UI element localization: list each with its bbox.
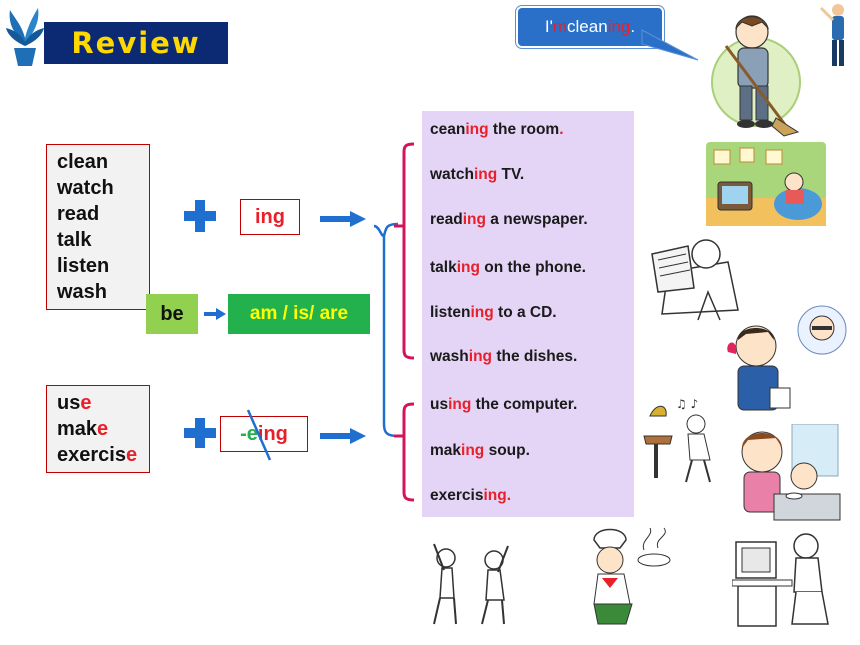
list-item: talking on the phone. — [430, 259, 586, 276]
list-item: making soup. — [430, 442, 530, 459]
arrow-right-icon — [320, 428, 366, 444]
verb-item: exercise — [57, 444, 138, 466]
list-item: reading a newspaper. — [430, 211, 588, 228]
strike-line — [246, 409, 272, 461]
list-item: watching TV. — [430, 166, 525, 183]
verb-item: talk — [57, 229, 92, 251]
svg-text:♫ ♪: ♫ ♪ — [676, 397, 698, 411]
list-item: washing the dishes. — [430, 348, 578, 365]
list-item: using the computer. — [430, 396, 578, 413]
exercising-illustration — [433, 543, 509, 625]
listening-cd-illustration: ♫ ♪ — [643, 397, 711, 483]
page-title: Review — [44, 22, 228, 64]
plant-icon — [6, 8, 44, 66]
verb-item: use — [57, 392, 92, 414]
using-computer-illustration — [732, 533, 829, 627]
bracket-group — [373, 142, 415, 502]
be-forms: am / is/ are — [228, 294, 370, 334]
pointing-man-icon — [819, 4, 844, 66]
man-sweeping-illustration — [711, 15, 801, 137]
arrow-right-icon — [320, 211, 366, 227]
making-soup-illustration — [593, 527, 671, 625]
speech-bubble-tail — [641, 29, 699, 61]
be-label: be — [146, 294, 198, 334]
talking-phone-illustration — [727, 305, 847, 411]
phrases-panel — [422, 111, 634, 517]
verb-item: watch — [57, 177, 114, 199]
verb-item: read — [57, 203, 100, 225]
ing-suffix-box: ing — [240, 199, 300, 235]
watching-tv-illustration — [706, 142, 826, 226]
verbs-group-2-box: use make exercise — [46, 385, 150, 473]
reading-newspaper-illustration — [651, 239, 739, 321]
list-item: ceaning the room. — [430, 121, 564, 138]
verb-item: clean — [57, 151, 109, 173]
verb-item: wash — [57, 281, 108, 303]
list-item: exercising. — [430, 487, 512, 504]
washing-dishes-illustration — [741, 424, 841, 521]
plus-icon — [184, 200, 216, 232]
verbs-group-1-box: clean watch read talk listen wash — [46, 144, 150, 310]
verb-item: make — [57, 418, 109, 440]
arrow-right-icon — [204, 308, 226, 320]
plus-icon — [184, 418, 216, 448]
list-item: listening to a CD. — [430, 304, 557, 321]
verb-item: listen — [57, 255, 110, 277]
